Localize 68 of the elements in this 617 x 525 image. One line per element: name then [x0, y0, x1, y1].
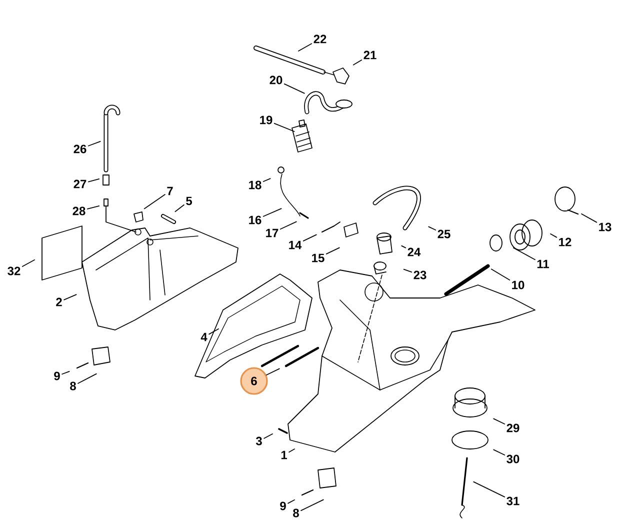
leader-line — [78, 373, 97, 384]
callout-number: 25 — [438, 230, 450, 238]
highlighted-callout-number: 6 — [240, 367, 268, 395]
leader-line — [208, 328, 219, 335]
leader-line — [262, 208, 282, 217]
callout-number: 15 — [312, 254, 324, 262]
leader-line — [274, 122, 295, 132]
callout-number: 32 — [8, 266, 20, 276]
callout-number: 2 — [56, 298, 62, 306]
callout-number: 8 — [70, 382, 76, 390]
leader-line — [493, 418, 506, 424]
leader-line — [22, 259, 35, 267]
callout-number: 17 — [266, 228, 278, 238]
callout-number: 3 — [256, 436, 262, 446]
leader-line — [550, 233, 558, 238]
leader-line — [288, 448, 295, 453]
leader-line — [144, 194, 166, 210]
leader-line — [280, 221, 297, 230]
leader-line — [352, 60, 362, 66]
callout-number: 13 — [599, 222, 612, 232]
callout-number: 27 — [74, 180, 86, 188]
callout-number: 11 — [537, 260, 550, 268]
leader-line — [298, 43, 312, 52]
leader-line — [288, 499, 295, 504]
callout-number: 10 — [512, 280, 524, 290]
leader-line — [266, 368, 280, 376]
leader-line — [62, 370, 70, 375]
leader-line — [64, 294, 77, 300]
leader-line — [174, 204, 184, 212]
callout-number: 4 — [200, 332, 208, 342]
callout-number: 12 — [559, 238, 572, 246]
callout-number: 29 — [506, 424, 520, 432]
callout-number: 21 — [364, 50, 376, 60]
leader-line — [300, 499, 324, 511]
callout-number: 24 — [408, 248, 421, 256]
leader-line — [262, 178, 271, 182]
leader-line — [88, 178, 100, 182]
callout-number: 20 — [270, 76, 282, 84]
leader-line — [493, 449, 506, 456]
callout-number: 5 — [186, 196, 192, 206]
callout-number: 8 — [293, 508, 299, 518]
callout-number: 16 — [249, 216, 262, 224]
leader-line — [326, 247, 340, 254]
callout-number: 22 — [314, 34, 326, 44]
leader-line — [284, 83, 305, 94]
leader-line — [88, 140, 101, 146]
leader-line — [513, 247, 536, 260]
leader-line — [581, 213, 598, 223]
leader-line — [302, 234, 317, 242]
callout-number: 1 — [281, 450, 287, 460]
leader-line — [428, 226, 436, 230]
leader-line — [473, 481, 506, 498]
leader-line — [264, 433, 273, 439]
callout-number: 31 — [506, 496, 520, 506]
callout-number: 9 — [54, 372, 60, 380]
callout-number: 9 — [280, 502, 286, 510]
callout-number: 7 — [167, 186, 173, 196]
leader-line — [403, 268, 412, 272]
callout-number: 19 — [260, 116, 272, 124]
callout-number: 23 — [414, 270, 426, 280]
leader-line — [401, 245, 406, 248]
callout-number: 28 — [72, 206, 86, 216]
leader-line — [86, 206, 100, 210]
callout-number: 14 — [289, 240, 302, 250]
callout-number: 30 — [506, 454, 520, 464]
leader-line — [490, 268, 510, 280]
callout-number: 18 — [249, 180, 262, 190]
callout-number: 26 — [74, 144, 86, 154]
